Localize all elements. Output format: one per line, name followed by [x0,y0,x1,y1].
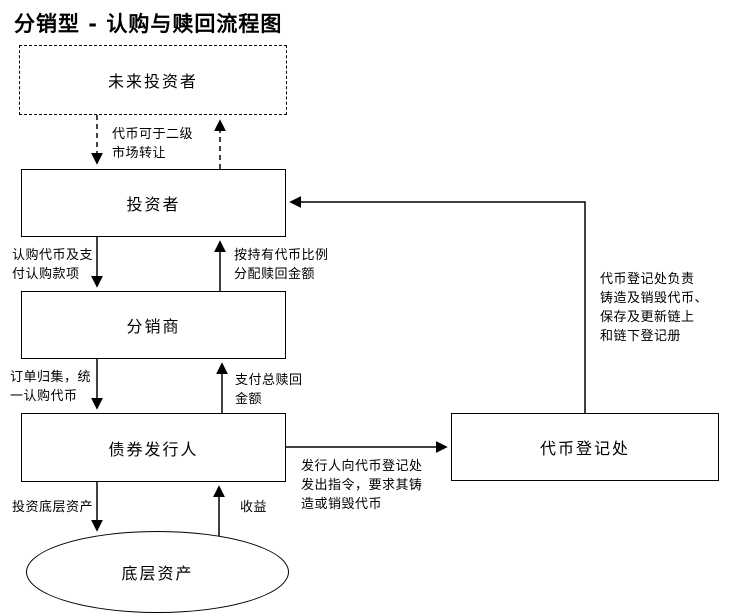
node-distributor-label: 分销商 [126,317,181,336]
label-secondary-transfer: 代币可于二级 市场转让 [112,127,194,161]
node-bond-issuer-label: 债券发行人 [108,439,199,459]
node-underlying-asset: 底层资产 [26,531,289,613]
node-investor-label: 投资者 [126,195,181,214]
node-distributor: 分销商 [21,291,286,359]
node-bond-issuer: 债券发行人 [21,413,286,482]
label-registry-duty: 代币登记处负责 铸造及销毁代币、 保存及更新链上 和链下登记册 [600,272,709,344]
label-allocate-redemption: 按持有代币比例 分配赎回金额 [234,248,329,282]
label-pay-total-redemption: 支付总赎回 金额 [235,373,303,407]
node-investor: 投资者 [21,169,286,237]
diagram-title: 分销型 - 认购与赎回流程图 [14,12,283,36]
label-income: 收益 [240,500,268,515]
label-order-aggregation: 订单归集，统 一认购代币 [10,370,92,404]
label-issuer-instruction: 发行人向代币登记处 发出指令，要求其铸 造或销毁代币 [301,459,423,512]
node-underlying-asset-label: 底层资产 [121,564,194,583]
arrow-registry-to-investor [289,196,586,413]
node-token-registry-label: 代币登记处 [539,439,630,458]
node-future-investor: 未来投资者 [19,45,287,115]
node-token-registry: 代币登记处 [451,413,719,481]
node-future-investor-label: 未来投资者 [107,72,198,91]
label-invest-underlying: 投资底层资产 [12,500,94,515]
label-subscribe: 认购代币及支 付认购款项 [12,248,94,282]
